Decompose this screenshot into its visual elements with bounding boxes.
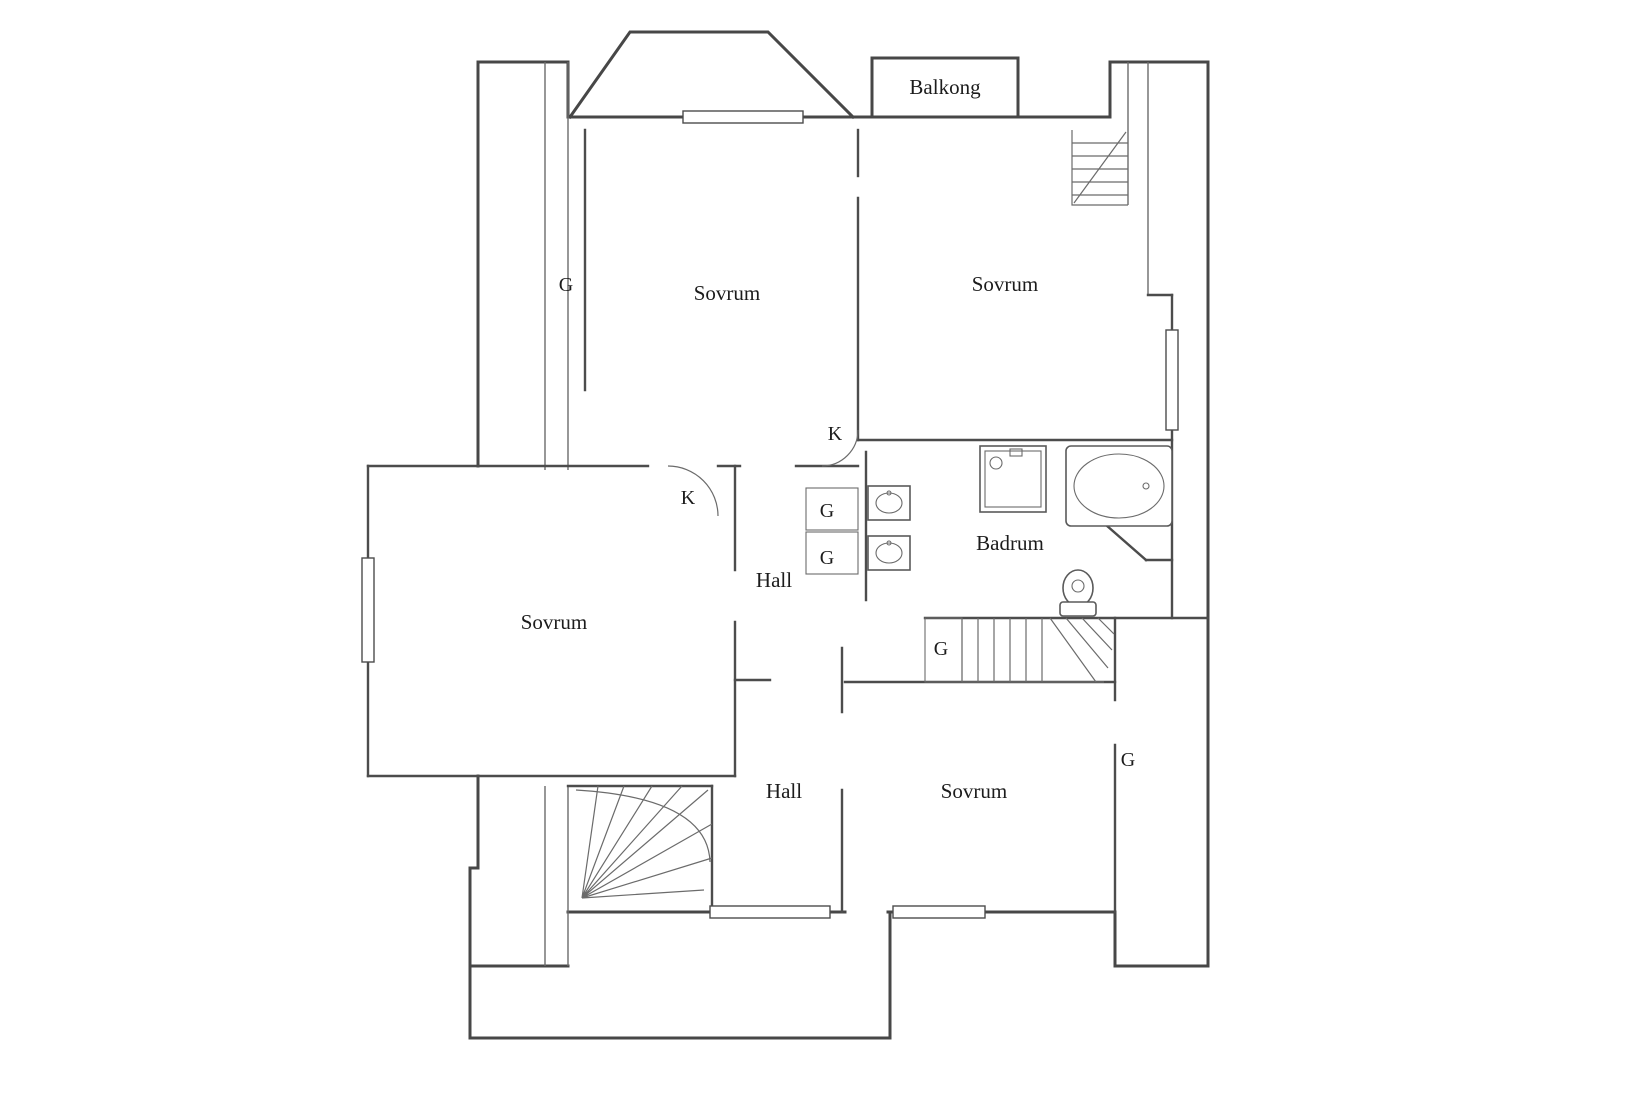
stair-winders-middle [1049,617,1115,683]
door-swings [667,429,859,517]
outer-walls [468,30,1210,1040]
sink-upper-counter [867,485,911,521]
label-walkin-top: K [828,423,843,445]
stair-outline-middle [961,618,1104,683]
label-closet-hall-1: G [820,500,834,522]
bathtub-basin [1073,453,1165,519]
stair-diagonal-top-right [1073,131,1127,204]
label-badrum: Badrum [976,531,1044,555]
label-sovrum-bottom: Sovrum [941,779,1008,803]
toilet-flush-icon [1071,579,1085,593]
balcony-outline [870,56,1020,119]
label-hall-lower: Hall [766,779,802,803]
bathroom-fixtures [867,445,1173,617]
toilet-tank [1059,601,1097,617]
sink-lower-faucet-icon [886,540,892,546]
sink-lower [867,535,911,571]
closet-box-stair [924,617,963,683]
sink-upper-basin [875,492,903,514]
shower [979,445,1047,513]
toilet [1059,569,1097,617]
label-balkong: Balkong [909,75,981,99]
shower-stall [979,445,1047,513]
window-bottom-b [892,905,986,919]
toilet-bowl [1062,569,1094,607]
label-walkin-left: K [681,487,696,509]
sink-lower-basin [875,542,903,564]
stair-treads-middle [977,618,1043,682]
label-hall-upper: Hall [756,568,792,592]
stair-treads-top-right [1072,142,1128,196]
window-right [1165,329,1179,431]
shower-control-icon [1009,448,1023,457]
window-left-bedroom [361,557,375,663]
label-sovrum-top: Sovrum [694,281,761,305]
wardrobes [805,487,859,575]
door-arc-walkin-left [667,465,719,517]
label-sovrum-right: Sovrum [972,272,1039,296]
bathtub [1065,445,1173,527]
sink-lower-counter [867,535,911,571]
label-closet-right: G [1121,749,1135,771]
label-sovrum-left: Sovrum [521,610,588,634]
label-closet-left: G [559,274,573,296]
door-arc-walkin-top [821,429,859,467]
bathtub-outline [1065,445,1173,527]
bathtub-drain-icon [1142,482,1150,490]
staircase-middle-right [924,617,1115,683]
labels: Balkong Sovrum Sovrum G K K G G Hall Bad… [521,75,1135,803]
label-closet-stair: G [934,638,948,660]
stair-curve-bottom-left [575,789,711,863]
stair-winders-bottom-left [581,785,713,899]
window-bay [682,110,804,124]
sink-upper-faucet-icon [886,490,892,496]
stair-outline-top-right [1071,130,1128,206]
label-closet-hall-2: G [820,547,834,569]
wall-bay-window [567,30,856,120]
windows [361,110,1179,919]
knee-walls [544,62,1149,966]
sink-upper [867,485,911,521]
closet-box-hall-1 [805,487,859,531]
closet-box-hall-2 [805,531,859,575]
staircase-bottom-left [575,785,713,899]
window-bottom-a [709,905,831,919]
shower-inner [984,450,1042,508]
wall-bottom-protrusion [468,866,892,1040]
shower-drain-icon [989,456,1003,470]
staircase-top-right [1071,130,1128,206]
